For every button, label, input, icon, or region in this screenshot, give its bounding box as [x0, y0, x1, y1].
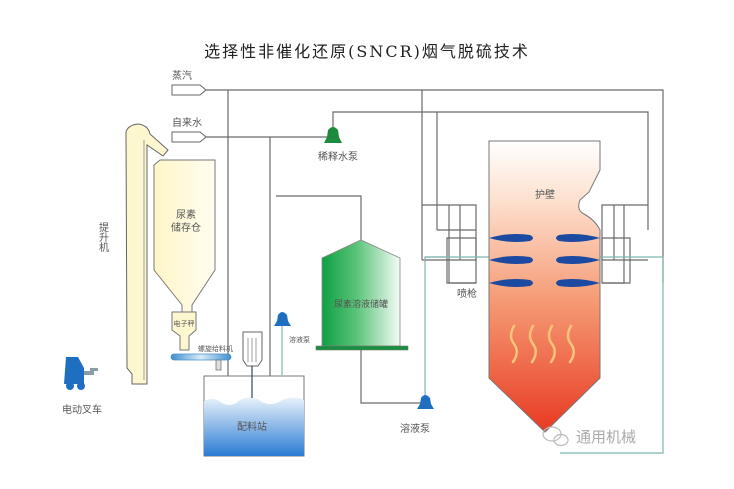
- nozzle-right-3: [556, 279, 600, 287]
- bucket-elevator: 提升机: [97, 123, 169, 385]
- nozzle-left-1: [489, 234, 533, 242]
- tap-water-inlet: 自来水: [171, 116, 207, 143]
- diagram-title: 选择性非催化还原(SNCR)烟气脱硫技术: [204, 42, 530, 61]
- tap-water-label: 自来水: [172, 116, 202, 129]
- solution-pump-small: 溶液泵: [274, 312, 310, 344]
- screw-feeder: 螺旋给料机: [170, 344, 233, 371]
- mixing-station-label: 配料站: [237, 420, 267, 433]
- right-manifold: [601, 204, 648, 261]
- left-box: [446, 237, 477, 284]
- electronic-scale: 电子秤: [171, 311, 197, 351]
- steam-label: 蒸汽: [172, 69, 192, 82]
- screw-feeder-label: 螺旋给料机: [198, 344, 233, 353]
- nozzle-right-2: [556, 256, 600, 264]
- forklift-label: 电动叉车: [62, 403, 102, 416]
- spray-gun-label: 喷枪: [457, 287, 477, 300]
- urea-solution-tank: 尿素溶液储罐: [315, 239, 409, 351]
- solution-pump: 溶液泵: [400, 395, 434, 435]
- pipe-network: [206, 89, 664, 404]
- heat-waves-icon: [509, 324, 575, 364]
- furnace-wall-label: 护壁: [535, 188, 555, 201]
- steam-inlet: 蒸汽: [171, 69, 207, 96]
- mixing-station: 配料站: [203, 375, 305, 457]
- dilution-water-pump: 稀释水泵: [318, 127, 358, 163]
- urea-silo: 尿素 储存仓: [153, 159, 216, 313]
- dilution-pipe: [332, 111, 649, 230]
- right-box: [601, 237, 631, 284]
- solution-pump-label: 溶液泵: [400, 422, 430, 435]
- watermark-text: 通用机械: [576, 428, 636, 446]
- tank-label: 尿素溶液储罐: [334, 298, 388, 310]
- left-gun-line-1: [448, 205, 476, 284]
- nozzle-left-2: [489, 256, 533, 264]
- spray-nozzles: [489, 234, 600, 287]
- dilution-pump-label: 稀释水泵: [318, 150, 358, 163]
- boiler-furnace: 护壁: [488, 140, 601, 433]
- electronic-scale-label: 电子秤: [174, 319, 195, 328]
- solution-pipes: [281, 256, 664, 454]
- urea-silo-label-1: 尿素: [176, 208, 196, 221]
- nozzle-left-3: [489, 279, 533, 287]
- elevator-label: 提升机: [97, 222, 109, 253]
- tank-out-pipe: [360, 350, 425, 404]
- right-gun-line-1: [602, 205, 625, 284]
- nozzle-right-1: [556, 234, 600, 242]
- wechat-icon: [542, 426, 569, 447]
- watermark: 通用机械: [542, 426, 636, 447]
- solution-pump-small-label: 溶液泵: [289, 335, 310, 344]
- urea-silo-label-2: 储存仓: [171, 221, 201, 234]
- agitator-motor: [242, 331, 263, 398]
- forklift-icon: 电动叉车: [62, 357, 102, 416]
- solution-loop: [424, 256, 664, 454]
- steam-pipe: [206, 89, 664, 283]
- tank-feed-pipe: [276, 195, 362, 240]
